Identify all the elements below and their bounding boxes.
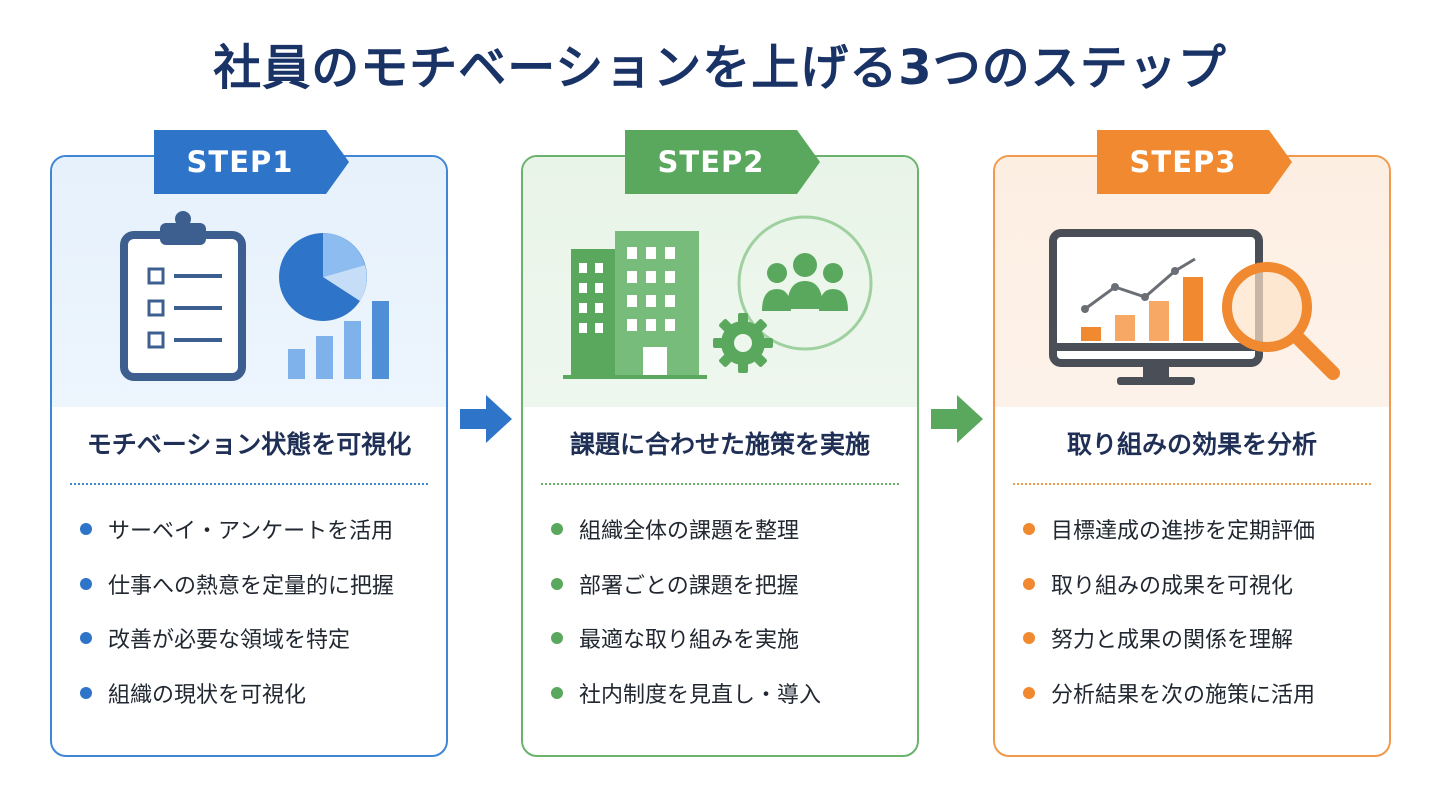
step-label-2: STEP2 (657, 145, 765, 179)
step-label-1: STEP1 (186, 145, 294, 179)
bullet-dot (1023, 523, 1035, 535)
step-badge-3: STEP3 (1097, 130, 1292, 194)
team-people-icon (737, 215, 873, 351)
step-card-3: STEP3 (993, 130, 1391, 757)
bullet-dot (1023, 686, 1035, 699)
bullet-dot (80, 577, 92, 590)
bar-chart-icon (288, 301, 389, 379)
clipboard-checklist-icon (120, 211, 246, 381)
step-badge-1: STEP1 (154, 130, 349, 194)
step-divider-1 (70, 483, 428, 485)
list-item: サーベイ・アンケートを活用 (80, 513, 394, 568)
bullet-dot (551, 632, 563, 644)
list-item: 取り組みの成果を可視化 (1023, 568, 1315, 623)
step-heading-2: 課題に合わせた施策を実施 (569, 430, 870, 459)
list-item: 組織全体の課題を整理 (551, 513, 821, 568)
step-3-illustration (995, 197, 1389, 407)
bullet-dot (551, 686, 563, 699)
bullet-dot (1023, 632, 1035, 644)
step-badge-2: STEP2 (625, 130, 820, 194)
page-title: 社員のモチベーションを上げる3つのステップ (213, 40, 1227, 96)
step-2-illustration (523, 197, 917, 407)
step-divider-3 (1013, 483, 1371, 485)
step-1-illustration (52, 197, 446, 407)
step-heading-1: モチベーション状態を可視化 (86, 430, 412, 459)
step-divider-2 (541, 483, 899, 485)
bullet-dot (80, 632, 92, 644)
list-item: 努力と成果の関係を理解 (1023, 622, 1315, 677)
step-heading-3: 取り組みの効果を分析 (1066, 430, 1317, 459)
step-card-1: STEP1 (50, 130, 448, 757)
list-item: 社内制度を見直し・導入 (551, 677, 821, 732)
arrow-right-icon (460, 395, 512, 443)
list-item: 目標達成の進捗を定期評価 (1023, 513, 1315, 568)
bullet-dot (80, 686, 92, 699)
bullet-dot (1023, 577, 1035, 590)
bullet-dot (551, 577, 563, 590)
bullet-dot (551, 523, 563, 535)
office-building-icon (563, 231, 707, 379)
gear-icon (713, 313, 773, 373)
list-item: 改善が必要な領域を特定 (80, 622, 394, 677)
pie-chart-icon (279, 233, 367, 321)
step-1-bullet-list: サーベイ・アンケートを活用 仕事への熱意を定量的に把握 改善が必要な領域を特定 … (80, 513, 394, 731)
step-label-3: STEP3 (1129, 145, 1237, 179)
list-item: 最適な取り組みを実施 (551, 622, 821, 677)
step-2-bullet-list: 組織全体の課題を整理 部署ごとの課題を把握 最適な取り組みを実施 社内制度を見直… (551, 513, 821, 731)
list-item: 分析結果を次の施策に活用 (1023, 677, 1315, 732)
arrow-right-icon (931, 395, 983, 443)
list-item: 部署ごとの課題を把握 (551, 568, 821, 623)
bullet-dot (80, 523, 92, 535)
list-item: 仕事への熱意を定量的に把握 (80, 568, 394, 623)
step-card-2: STEP2 (521, 130, 919, 757)
list-item: 組織の現状を可視化 (80, 677, 394, 732)
magnifying-glass-icon (1222, 262, 1340, 380)
step-3-bullet-list: 目標達成の進捗を定期評価 取り組みの成果を可視化 努力と成果の関係を理解 分析結… (1023, 513, 1315, 731)
